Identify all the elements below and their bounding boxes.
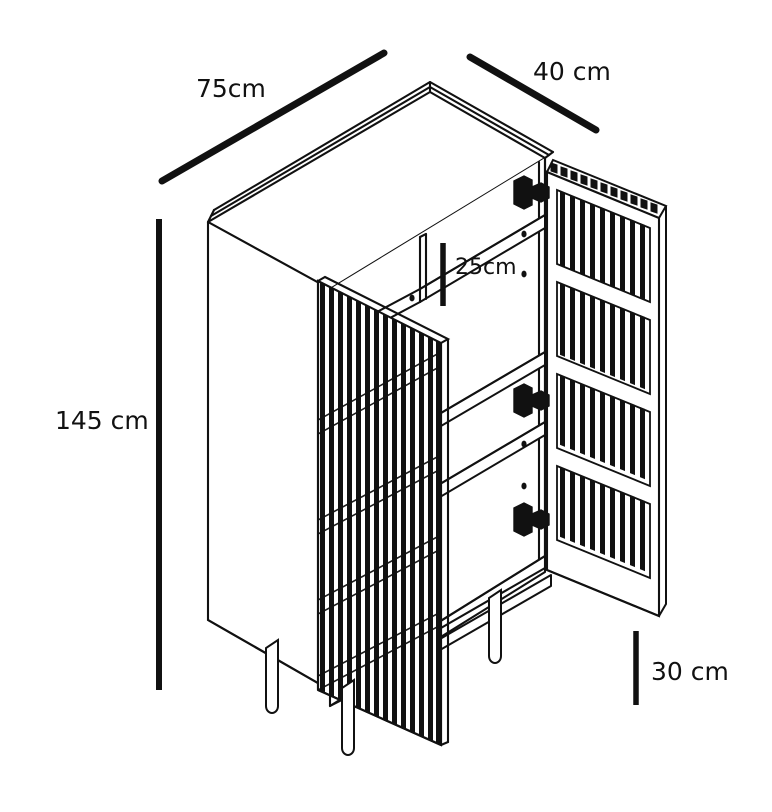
- door-right-panel-4: [556, 464, 651, 580]
- cabinet-left-side-panel: [206, 220, 332, 692]
- leg-front-center: [341, 678, 355, 756]
- dimension-label-depth: 40 cm: [533, 57, 611, 86]
- dimension-label-leg-height: 30 cm: [651, 657, 729, 686]
- dimension-label-shelf-gap: 25cm: [455, 255, 517, 280]
- hinge-bottom: [513, 502, 550, 537]
- hinge-top: [513, 175, 550, 210]
- leg-front-left: [265, 638, 279, 714]
- cabinet-door-left[interactable]: [316, 275, 451, 750]
- door-left-edge: [316, 275, 451, 746]
- dimension-line-width: [158, 49, 388, 185]
- cabinet-legs: [265, 588, 502, 756]
- dimension-annotations: 75cm 40 cm 145 cm 25cm 30 cm: [55, 49, 729, 705]
- cabinet-center-divider: [418, 232, 428, 304]
- door-right-panel-2: [556, 280, 651, 396]
- door-right-top-edge: [546, 158, 668, 617]
- dimension-label-height: 145 cm: [55, 406, 149, 435]
- dimension-label-width: 75cm: [196, 74, 266, 103]
- door-right-slat-ends: [550, 162, 658, 214]
- leg-front-right: [488, 588, 502, 664]
- door-right-panel-1: [556, 188, 651, 304]
- door-right-panel-3: [556, 372, 651, 488]
- dimension-line-depth: [466, 53, 600, 134]
- door-left-slats: [318, 282, 441, 745]
- cabinet-door-right[interactable]: [545, 158, 668, 618]
- hinge-middle: [513, 383, 550, 418]
- cabinet-hinges: [513, 175, 550, 537]
